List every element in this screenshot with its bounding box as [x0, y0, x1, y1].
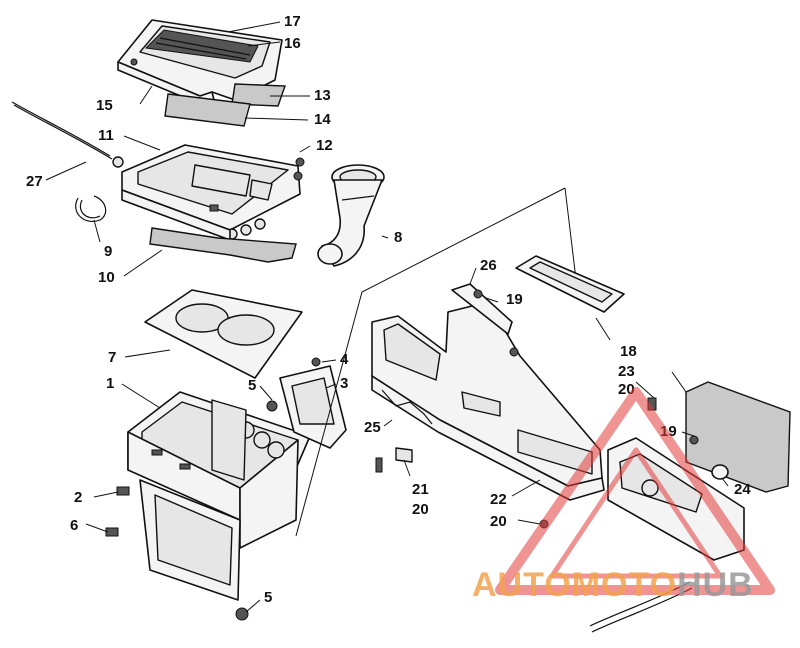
- callout-7: 7: [108, 349, 116, 366]
- callout-19-upper: 19: [506, 291, 523, 308]
- bracket-26: [451, 283, 513, 335]
- callout-5-upper: 5: [248, 377, 256, 394]
- nut-19-mid: [509, 347, 519, 357]
- foam-filter-10: [149, 227, 297, 263]
- screw-12: [295, 157, 305, 167]
- callout-14: 14: [314, 111, 331, 128]
- automotohub-watermark: AUTOMOTOHUB: [472, 387, 775, 604]
- callout-10: 10: [98, 269, 115, 286]
- callout-11: 11: [98, 127, 114, 144]
- callout-labels: 17 16 15 13 14 11 12 27 9 8 10 26 19 18 …: [26, 13, 751, 606]
- gasket-plate: [144, 289, 303, 379]
- foam-filter-13: [231, 83, 286, 107]
- spring-25: [381, 389, 433, 425]
- hose-clamp: [75, 195, 107, 222]
- callout-13: 13: [314, 87, 331, 104]
- nut-5-upper: [266, 400, 278, 412]
- air-box-base: [127, 391, 311, 601]
- callout-12: 12: [316, 137, 333, 154]
- duct-frame: [515, 255, 625, 313]
- callout-9: 9: [104, 243, 112, 260]
- callout-20-mid: 20: [412, 501, 429, 518]
- grommet-24: [711, 464, 729, 480]
- nut-19-right: [689, 435, 699, 445]
- screw-6: [105, 527, 119, 537]
- nut-19-upper: [473, 289, 483, 299]
- callout-15: 15: [96, 97, 113, 114]
- air-box-lid: [117, 19, 283, 105]
- callout-1: 1: [106, 375, 114, 392]
- callout-2: 2: [74, 489, 82, 506]
- nut-5-lower: [235, 607, 249, 621]
- callout-21: 21: [412, 481, 429, 498]
- callout-27: 27: [26, 173, 43, 190]
- callout-16: 16: [284, 35, 301, 52]
- callout-26: 26: [480, 257, 497, 274]
- screw-2: [116, 486, 130, 496]
- intake-silencer: [371, 301, 605, 501]
- callout-20-low: 20: [490, 513, 507, 530]
- callout-18: 18: [620, 343, 637, 360]
- callout-4: 4: [340, 351, 349, 368]
- foam-panel-23: [685, 381, 791, 493]
- throttle-cable: [11, 101, 124, 168]
- screw-4: [311, 357, 321, 367]
- clip-21: [395, 447, 413, 463]
- callout-5-lower: 5: [264, 589, 272, 606]
- callout-25: 25: [364, 419, 381, 436]
- watermark-text-part1: AUTOMOTOHUB: [472, 566, 754, 604]
- air-box-tray: [121, 144, 303, 241]
- callout-23: 23: [618, 363, 635, 380]
- callout-6: 6: [70, 517, 78, 534]
- foam-filter-14: [164, 93, 251, 127]
- callout-24: 24: [734, 481, 751, 498]
- intake-elbow: [317, 164, 385, 267]
- callout-22: 22: [490, 491, 507, 508]
- callout-8: 8: [394, 229, 402, 246]
- callout-17: 17: [284, 13, 301, 30]
- leader-lines: [45, 21, 729, 613]
- watermark-hub: HUB: [677, 566, 754, 604]
- screw-20-mid: [375, 457, 383, 473]
- callout-3: 3: [340, 375, 348, 392]
- watermark-automoto: AUTOMOTO: [472, 566, 677, 604]
